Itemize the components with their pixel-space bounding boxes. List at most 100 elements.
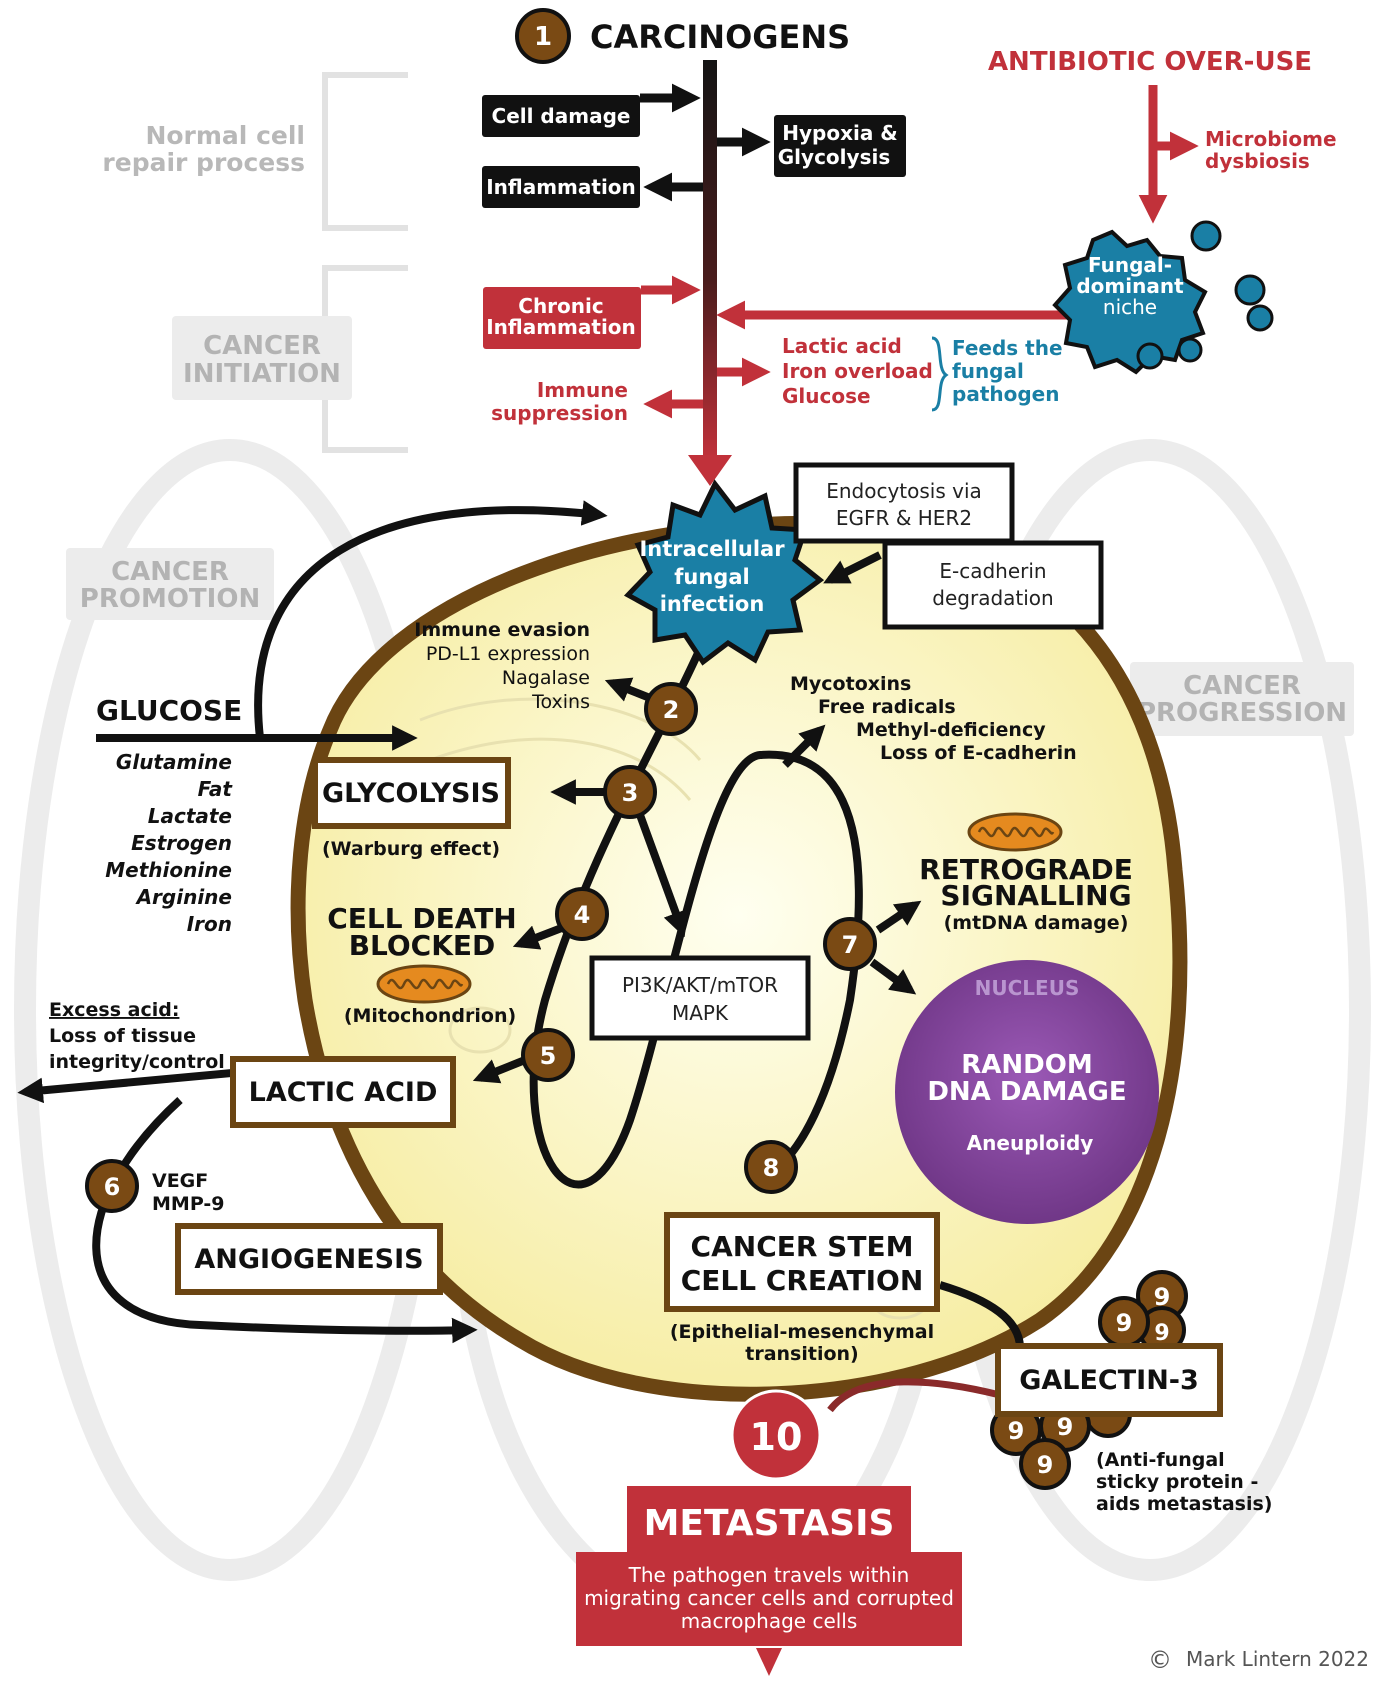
metastasis-desc-3: macrophage cells	[681, 1609, 858, 1633]
fungal-niche-text-2: dominant	[1076, 274, 1184, 298]
pathway-box	[589, 955, 811, 1041]
galectin-box	[995, 1343, 1223, 1417]
immune-suppression-1: Immune	[537, 378, 628, 402]
step-arrows	[472, 551, 922, 1084]
cell-death-title-1: CELL DEATH	[327, 902, 517, 935]
stem-cell-title-2: CELL CREATION	[681, 1264, 924, 1297]
effect-immune-evasion: Immune evasion	[414, 619, 590, 641]
mitochondrion-icon	[967, 812, 1063, 852]
lactic-acid-title: LACTIC ACID	[249, 1077, 438, 1108]
glucose-item: Fat	[198, 777, 234, 801]
step-5-number: 5	[540, 1042, 557, 1070]
infection-text-3: infection	[660, 592, 765, 616]
hypoxia-text-2: Glycolysis	[778, 145, 890, 169]
hypoxia-text-1: Hypoxia &	[782, 121, 898, 145]
nucleus	[895, 960, 1159, 1224]
metastasis-desc-box	[576, 1552, 962, 1646]
cell-damage-text: Cell damage	[492, 104, 631, 128]
feeds-item-3: Glucose	[782, 384, 871, 408]
infection-text-1: Intracellular	[639, 537, 785, 561]
step-2-badge	[644, 682, 698, 736]
feeds-text-2: fungal	[952, 359, 1024, 383]
galectin-badge-number: 9	[1154, 1321, 1169, 1346]
fungal-niche	[1052, 220, 1274, 375]
lactic-acid-box	[230, 1056, 456, 1128]
excess-acid-text-2: integrity/control	[49, 1051, 225, 1073]
cancer-promotion-label: CANCER	[111, 557, 229, 587]
stem-cell-box	[664, 1212, 940, 1312]
carcinogens-title: CARCINOGENS	[590, 18, 850, 56]
antibiotic-title: ANTIBIOTIC OVER-USE	[988, 47, 1312, 77]
feeds-brace	[931, 336, 949, 412]
retrograde-title-1: RETROGRADE	[919, 853, 1133, 886]
galectin-badge-number: 9	[1116, 1309, 1133, 1337]
normal-repair-label-2: repair process	[102, 148, 305, 177]
galectin-badge-number: 9	[1057, 1413, 1074, 1441]
fungal-niche-text-1: Fungal-	[1088, 253, 1172, 277]
infection-text-2: fungal	[674, 565, 749, 589]
metastasis-title: METASTASIS	[644, 1503, 895, 1544]
step-1-badge	[515, 8, 571, 64]
cancer-progression-label-2: PROGRESSION	[1137, 698, 1347, 728]
galectin-badge-number: 9	[1037, 1451, 1054, 1479]
normal-repair-label: Normal cell	[145, 121, 305, 150]
ecadherin-text-2: degradation	[932, 586, 1053, 610]
galectin-title: GALECTIN-3	[1019, 1365, 1199, 1396]
mycotoxin-item: Methyl-deficiency	[856, 719, 1046, 741]
step-badges	[85, 682, 877, 1213]
feeds-text-1: Feeds the	[952, 336, 1063, 360]
feeds-item-2: Iron overload	[782, 359, 933, 383]
microbiome-text-2: dysbiosis	[1205, 149, 1310, 173]
inflammation-box	[482, 166, 640, 208]
step-8-badge	[744, 1140, 798, 1194]
nucleus-label: NUCLEUS	[975, 976, 1080, 1000]
endocytosis-text-2: EGFR & HER2	[836, 506, 972, 530]
galectin-sub-2: sticky protein -	[1096, 1471, 1258, 1493]
excess-acid-title: Excess acid:	[49, 999, 179, 1021]
mycotoxin-item: Free radicals	[818, 696, 956, 718]
glycolysis-sub: (Warburg effect)	[322, 838, 500, 860]
effect-nagalase: Nagalase	[502, 667, 590, 689]
stem-cell-sub-1: (Epithelial-mesenchymal	[670, 1321, 934, 1343]
step-10-badge	[730, 1389, 822, 1481]
top-arrows	[640, 83, 771, 202]
stage-labels: Normal cell repair process CANCER INITIA…	[66, 121, 1354, 736]
stem-cell-title-1: CANCER STEM	[691, 1230, 914, 1263]
carcinogen-stem	[688, 60, 732, 486]
chronic-text-2: Inflammation	[486, 315, 636, 339]
step-8-number: 8	[763, 1154, 780, 1182]
glucose-item: Lactate	[148, 804, 232, 828]
copyright-symbol: ©	[1148, 1646, 1172, 1674]
step-3-number: 3	[622, 779, 639, 807]
inflammation-text: Inflammation	[486, 175, 636, 199]
glucose-list: Glutamine Fat Lactate Estrogen Methionin…	[105, 750, 233, 936]
vegf-text-2: MMP-9	[152, 1193, 225, 1215]
cell-death-title-2: BLOCKED	[349, 929, 496, 962]
glycolysis-title: GLYCOLYSIS	[322, 778, 500, 809]
mitochondrion-icon	[376, 964, 472, 1004]
vegf-text-1: VEGF	[152, 1170, 208, 1192]
step-6-badge	[85, 1159, 139, 1213]
galectin-sub-3: aids metastasis)	[1096, 1493, 1272, 1515]
cancer-promotion-label-2: PROMOTION	[80, 584, 260, 614]
galectin-badge-number: 9	[1008, 1417, 1025, 1445]
ecadherin-box	[882, 540, 1104, 630]
chronic-inflammation-box	[483, 287, 641, 349]
glucose-item: Arginine	[135, 885, 232, 909]
step-4-badge	[555, 887, 609, 941]
fungal-niche-text-3: niche	[1103, 295, 1157, 319]
effect-pdl1: PD-L1 expression	[426, 643, 590, 665]
glucose-item: Iron	[187, 912, 232, 936]
glucose-item: Methionine	[105, 858, 232, 882]
metastasis-down-arrow	[756, 1648, 782, 1676]
copyright-text: Mark Lintern 2022	[1186, 1647, 1369, 1671]
ecadherin-text-1: E-cadherin	[939, 559, 1046, 583]
cancer-initiation-label: CANCER	[203, 331, 321, 361]
chronic-text-1: Chronic	[518, 294, 603, 318]
pathway-text-1: PI3K/AKT/mTOR	[622, 973, 778, 997]
cancer-progression-label: CANCER	[1183, 671, 1301, 701]
step-5-badge	[521, 1028, 575, 1082]
step-10-number: 10	[750, 1415, 803, 1459]
endocytosis-text-1: Endocytosis via	[826, 479, 982, 503]
